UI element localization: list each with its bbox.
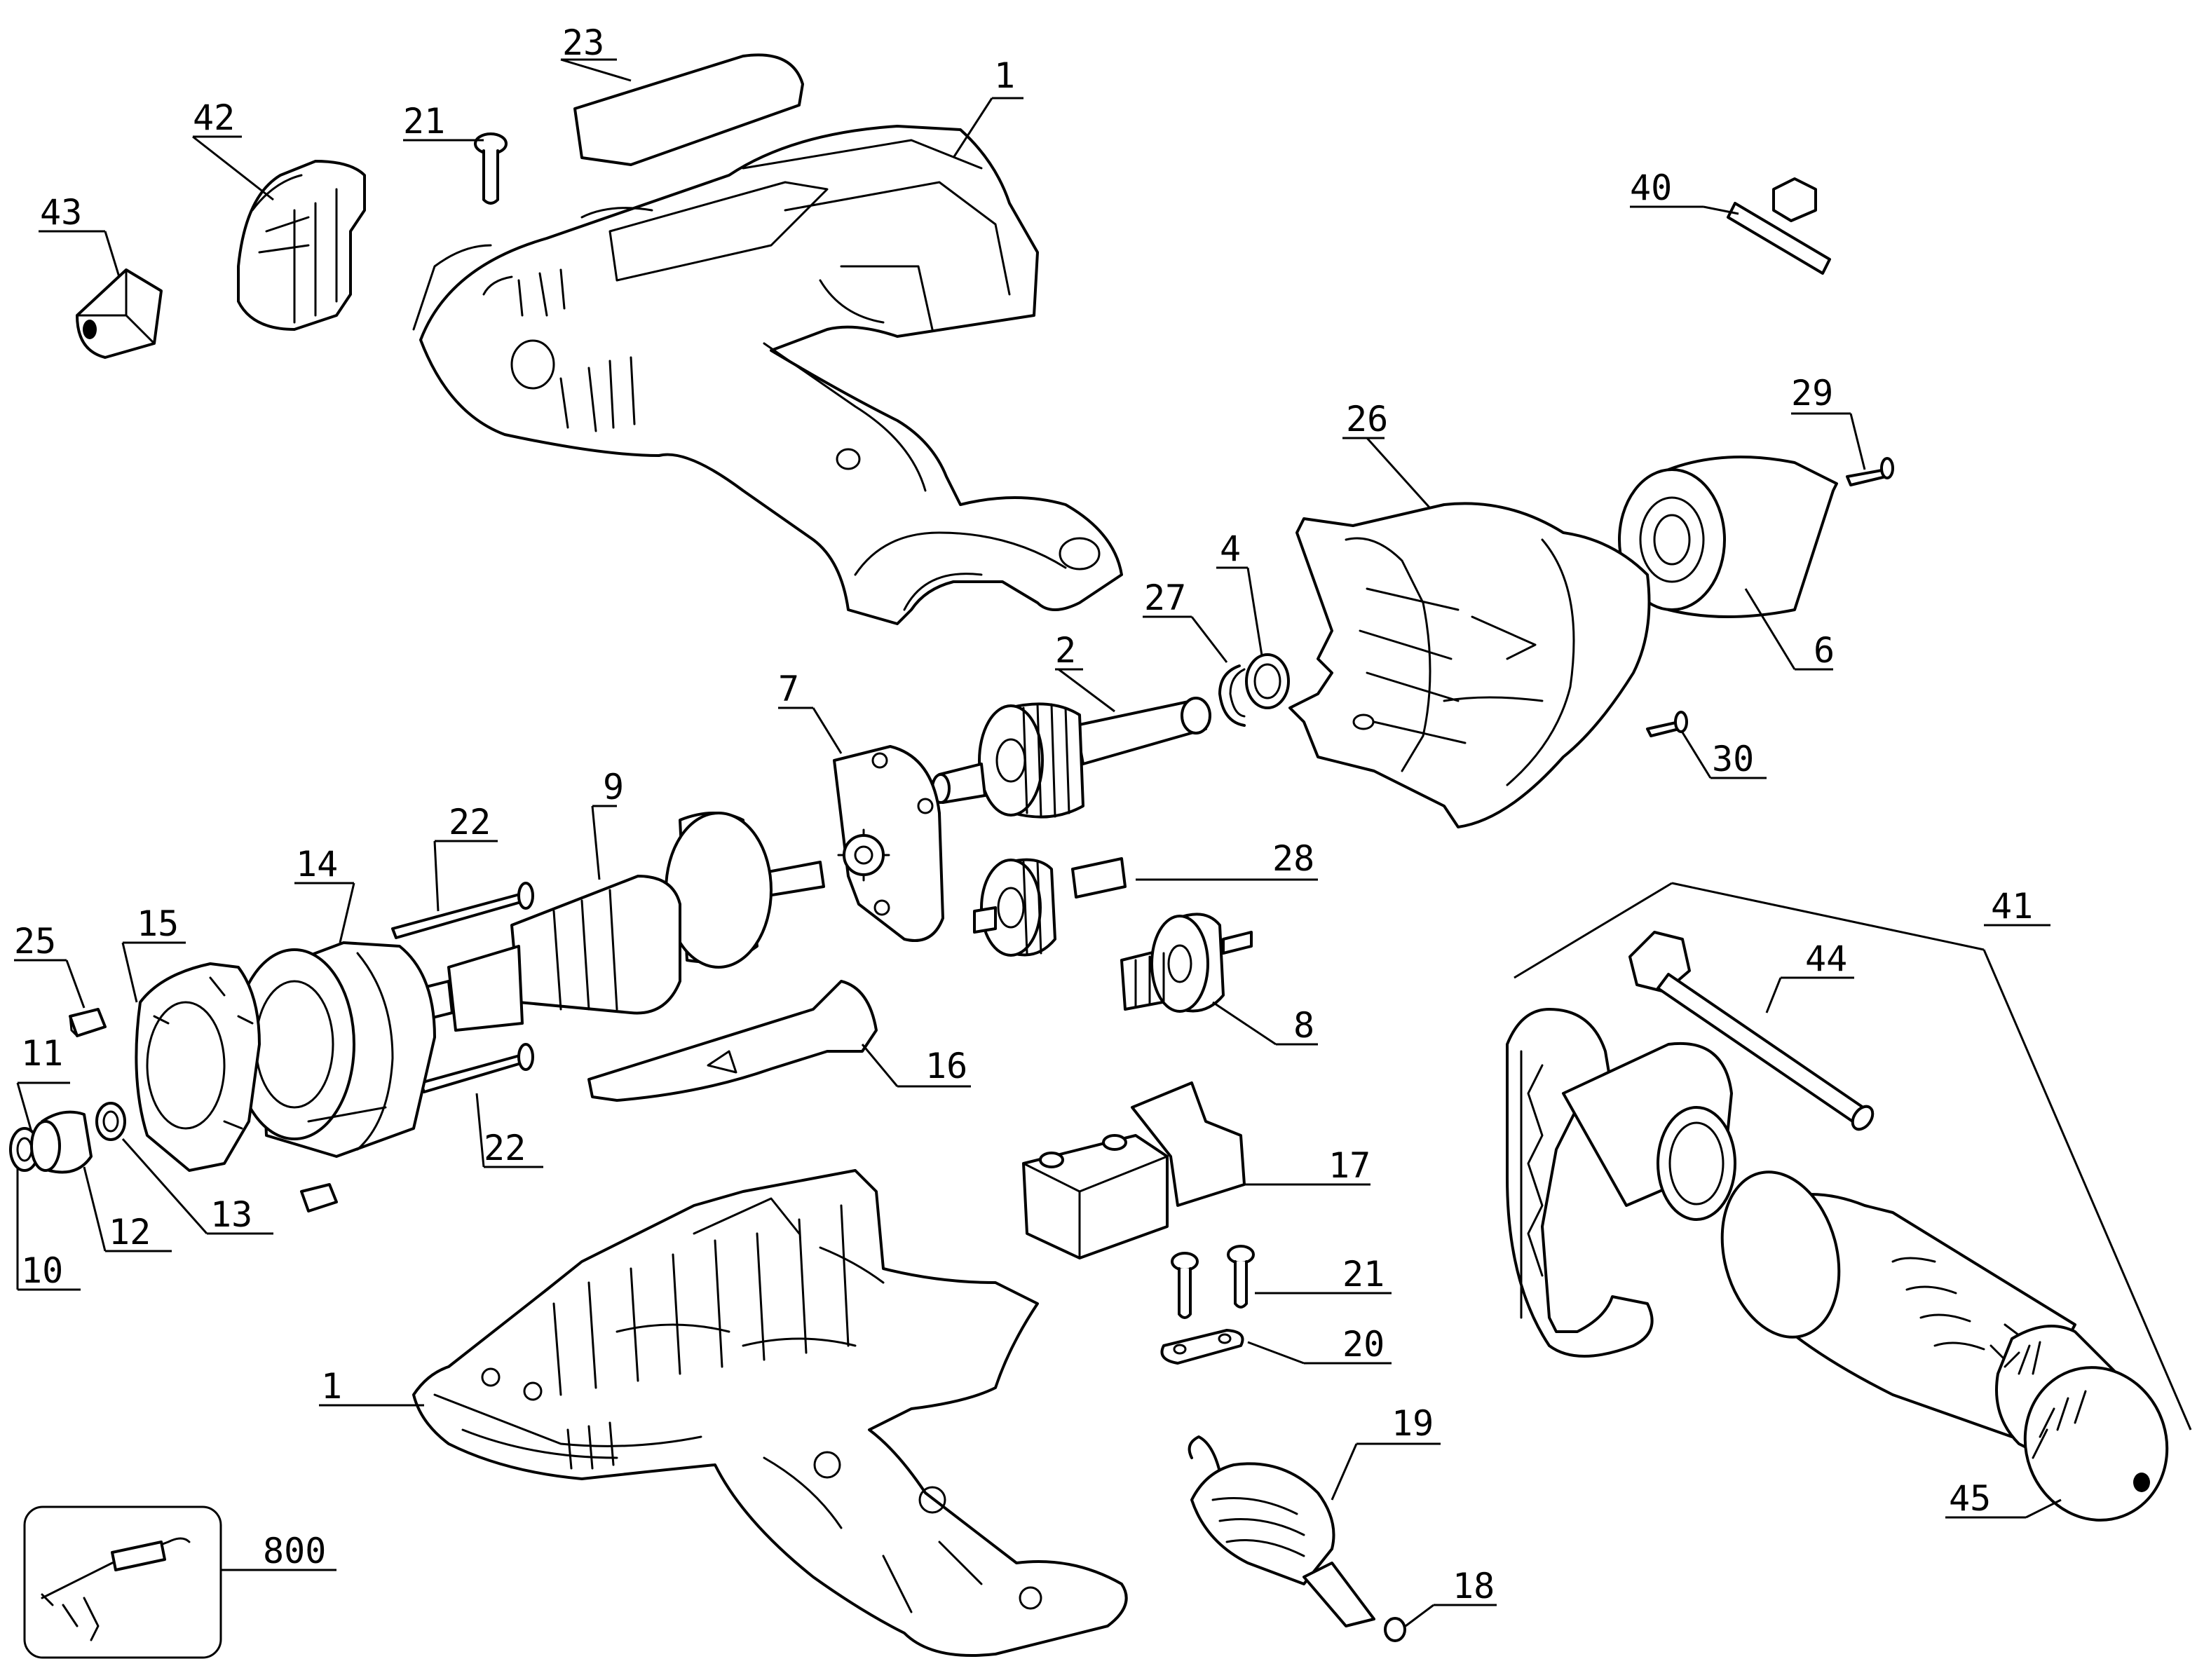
label-11: 11 — [21, 1033, 63, 1074]
part-9-armature: 9 — [419, 767, 825, 1032]
label-18: 18 — [1453, 1566, 1495, 1606]
part-10-13-bearings: 11 10 12 13 — [9, 1033, 273, 1291]
label-45: 45 — [1949, 1478, 1991, 1519]
part-4-washer: 4 — [1216, 528, 1290, 709]
label-28: 28 — [1272, 838, 1314, 879]
part-23-label-plate: 23 — [560, 22, 804, 166]
label-15: 15 — [137, 903, 179, 944]
part-25-brush: 25 — [14, 921, 338, 1213]
part-18-cord-end: 18 — [1384, 1566, 1497, 1642]
label-17: 17 — [1328, 1145, 1370, 1186]
label-44: 44 — [1805, 938, 1847, 979]
part-6-chuck: 6 — [1618, 456, 1838, 671]
part-29-screw: 29 — [1791, 373, 1894, 486]
part-19-cord-protector: 19 — [1188, 1403, 1441, 1627]
label-16: 16 — [925, 1046, 967, 1086]
part-2-spindle: 2 — [931, 630, 1211, 819]
label-26: 26 — [1346, 399, 1388, 439]
label-43: 43 — [40, 192, 82, 233]
label-21-top: 21 — [403, 101, 445, 142]
part-14-stator: 14 — [233, 844, 436, 1158]
label-19: 19 — [1392, 1403, 1434, 1444]
part-1-housing-bottom: 1 — [319, 1169, 1128, 1657]
label-2: 2 — [1055, 630, 1076, 671]
label-20: 20 — [1342, 1324, 1385, 1365]
part-16-lever: 16 — [587, 980, 971, 1102]
label-27: 27 — [1144, 578, 1186, 618]
part-21-screw-top: 21 — [403, 101, 508, 205]
label-22-top: 22 — [449, 802, 491, 842]
label-10: 10 — [21, 1250, 63, 1291]
part-8-gear: 8 — [1120, 913, 1318, 1046]
part-17-switch: 17 — [1022, 1081, 1370, 1259]
part-20-link: 20 — [1160, 1324, 1392, 1365]
label-23: 23 — [562, 22, 604, 63]
part-7-gear-plate: 7 — [778, 669, 944, 942]
label-14: 14 — [296, 844, 338, 885]
part-40-chuck-key: 40 — [1630, 168, 1831, 275]
label-30: 30 — [1712, 739, 1754, 779]
part-26-gear-case: 26 — [1288, 399, 1651, 828]
label-1-bottom: 1 — [321, 1366, 342, 1407]
label-42: 42 — [193, 97, 235, 138]
label-6: 6 — [1814, 630, 1835, 671]
label-22-bottom: 22 — [484, 1128, 526, 1168]
label-7: 7 — [778, 669, 799, 709]
label-21-mid: 21 — [1342, 1254, 1385, 1295]
label-41: 41 — [1991, 886, 2033, 927]
part-800-cord-set: 800 — [23, 1505, 336, 1659]
label-29: 29 — [1791, 373, 1833, 414]
label-1-top: 1 — [994, 55, 1015, 96]
label-13: 13 — [210, 1194, 252, 1235]
part-21-screws-mid: 21 — [1171, 1245, 1392, 1319]
part-42-plate: 42 — [192, 97, 366, 331]
part-22-screws: 22 22 — [391, 802, 543, 1168]
part-1-housing-top: 1 — [412, 55, 1123, 625]
label-4: 4 — [1220, 528, 1241, 569]
part-43-holder: 43 — [39, 192, 163, 359]
label-800: 800 — [263, 1531, 326, 1571]
part-28-gear: 28 — [973, 838, 1318, 957]
part-30-screw: 30 — [1646, 711, 1767, 779]
label-12: 12 — [109, 1212, 151, 1252]
part-41-side-handle: 41 45 — [1506, 882, 2192, 1522]
label-8: 8 — [1293, 1005, 1314, 1046]
label-40: 40 — [1630, 168, 1672, 208]
part-15-brush-ring: 15 — [121, 903, 261, 1172]
part-44-bolt: 44 — [1628, 931, 1875, 1131]
label-25: 25 — [14, 921, 56, 962]
label-9: 9 — [603, 767, 624, 807]
part-27-ring: 27 — [1143, 578, 1246, 727]
